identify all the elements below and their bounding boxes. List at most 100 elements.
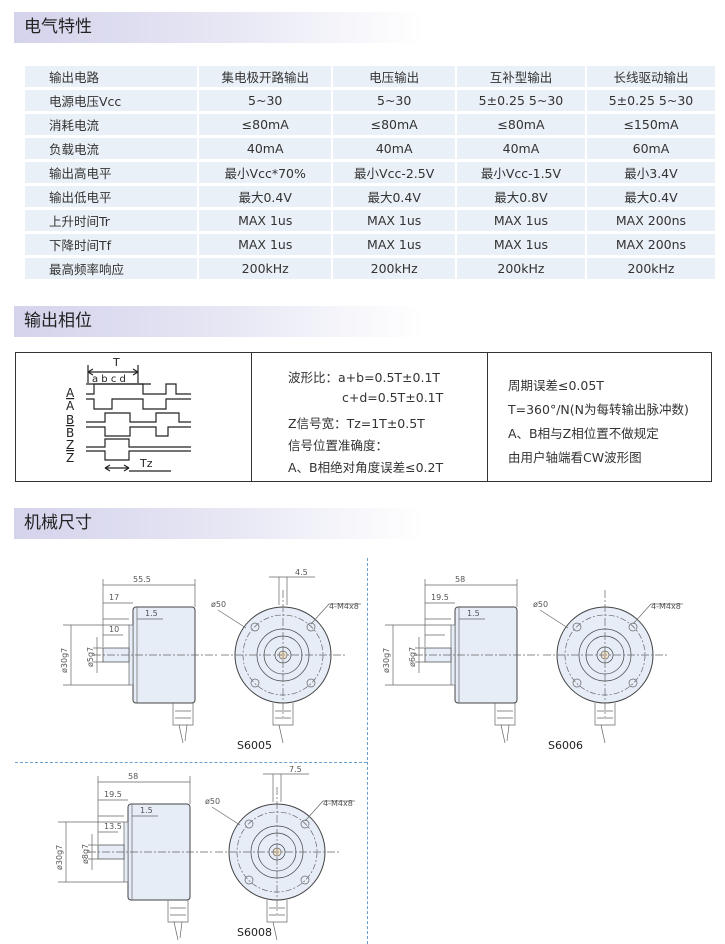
row-label: 负载电流 [25,138,197,159]
table-cell: 5±0.25 5~30 [584,90,715,111]
drawing-s6006: 58 19.5 1.5 ø30g7 ø6g7 ø50 4-M4x8 S6006 [372,565,722,755]
dim-shaft-diameter: ø6g7 [408,647,417,667]
wave-label-B-bar: B [66,426,74,440]
dim-outer-diameter: ø30g7 [60,648,69,673]
table-cell: 40mA [331,138,455,159]
phase-text: T=360°/N(N为每转输出脉冲数) [508,402,689,417]
phase-text: c+d=0.5T±0.1T [342,390,444,405]
model-label: S6008 [237,926,272,939]
phase-spec-middle: 波形比：a+b=0.5T±0.1T c+d=0.5T±0.1T Z信号宽：Tz=… [251,353,488,481]
table-cell: 最小Vcc*70% [197,162,332,183]
section-header-electrical: 电气特性 [14,12,424,43]
table-cell: 最小Vcc-1.5V [454,162,585,183]
table-cell: MAX 200ns [584,210,715,231]
table-cell: 长线驱动输出 [584,66,715,87]
wave-label-Z: Z [66,438,74,452]
table-cell: 电压输出 [331,66,455,87]
table-cell: ≤150mA [584,114,715,135]
table-cell: 5±0.25 5~30 [454,90,585,111]
table-cell: 5~30 [197,90,332,111]
dim-length: 58 [128,772,138,781]
model-label: S6005 [237,739,272,752]
wave-label-abcd: a b c d [92,374,126,385]
table-cell: MAX 1us [331,234,455,255]
table-row: 消耗电流≤80mA≤80mA≤80mA≤150mA [25,114,715,135]
table-cell: 最小Vcc-2.5V [331,162,455,183]
table-cell: 集电极开路输出 [197,66,332,87]
dim-front: 7.5 [289,765,302,774]
dim-flange: 19.5 [104,790,122,799]
dim-shaft-diameter: ø5g7 [86,647,95,667]
phase-text: 由用户轴端看CW波形图 [508,450,642,465]
dim-outer-diameter: ø30g7 [55,845,64,870]
model-label: S6006 [548,739,583,752]
row-label: 上升时间Tr [25,210,197,231]
row-label: 电源电压Vcc [25,90,197,111]
table-cell: MAX 200ns [584,234,715,255]
wave-label-Tz: Tz [139,457,153,470]
table-cell: 最大0.4V [197,186,332,207]
wave-label-Z-bar: Z [66,451,74,465]
drawing-s6008: 58 19.5 1.5 13.5 ø30g7 ø8g7 7.5 ø50 4-M4… [15,762,365,944]
table-cell: MAX 1us [454,234,585,255]
wave-label-A: A [66,386,75,400]
dim-step: 1.5 [145,609,158,618]
divider-vertical [367,558,368,944]
dim-flange: 17 [109,593,119,602]
table-cell: MAX 1us [331,210,455,231]
table-cell: MAX 1us [454,210,585,231]
row-label: 输出高电平 [25,162,197,183]
table-cell: 最大0.8V [454,186,585,207]
table-cell: ≤80mA [331,114,455,135]
divider-horizontal [15,762,367,763]
row-label: 最高频率响应 [25,258,197,279]
row-label: 消耗电流 [25,114,197,135]
wave-label-A-bar: A [66,399,75,413]
dim-outer-diameter: ø30g7 [382,648,391,673]
table-cell: 200kHz [454,258,585,279]
phase-text: Z信号宽：Tz=1T±0.5T [288,416,425,431]
table-cell: MAX 1us [197,210,332,231]
phase-text: 周期误差≤0.05T [508,378,604,393]
waveform-diagram: T a b c d A A B B Z Z Tz [66,356,191,472]
table-cell: 200kHz [584,258,715,279]
row-label: 下降时间Tf [25,234,197,255]
wave-label-T: T [112,356,120,369]
table-cell: 200kHz [197,258,332,279]
dim-length: 58 [455,575,465,584]
table-cell: 40mA [454,138,585,159]
table-cell: 最大0.4V [584,186,715,207]
table-header-row: 输出电路集电极开路输出电压输出互补型输出长线驱动输出 [25,66,715,87]
dim-holes: 4-M4x8 [323,799,353,808]
dim-step: 1.5 [140,806,153,815]
dim-holes: 4-M4x8 [651,602,681,611]
dim-shaft-length: 10 [109,625,119,634]
dim-diameter: ø50 [211,600,226,609]
table-cell: 最小3.4V [584,162,715,183]
row-label: 输出低电平 [25,186,197,207]
output-phase-box: T a b c d A A B B Z Z Tz 波形比：a+b=0.5T±0.… [15,352,712,482]
table-cell: ≤80mA [197,114,332,135]
dim-length: 55.5 [133,575,151,584]
phase-text: 信号位置准确度： [288,438,389,453]
row-label: 输出电路 [25,66,197,87]
dim-diameter: ø50 [205,797,220,806]
table-cell: 40mA [197,138,332,159]
table-cell: 5~30 [331,90,455,111]
dim-shaft-length: 13.5 [104,822,122,831]
dim-diameter: ø50 [533,600,548,609]
table-cell: 最大0.4V [331,186,455,207]
phase-text: A、B相与Z相位置不做规定 [508,426,659,441]
phase-spec-right: 周期误差≤0.05T T=360°/N(N为每转输出脉冲数) A、B相与Z相位置… [486,353,711,481]
dim-flange: 19.5 [431,593,449,602]
section-header-phase: 输出相位 [14,306,424,337]
dim-holes: 4-M4x8 [329,602,359,611]
